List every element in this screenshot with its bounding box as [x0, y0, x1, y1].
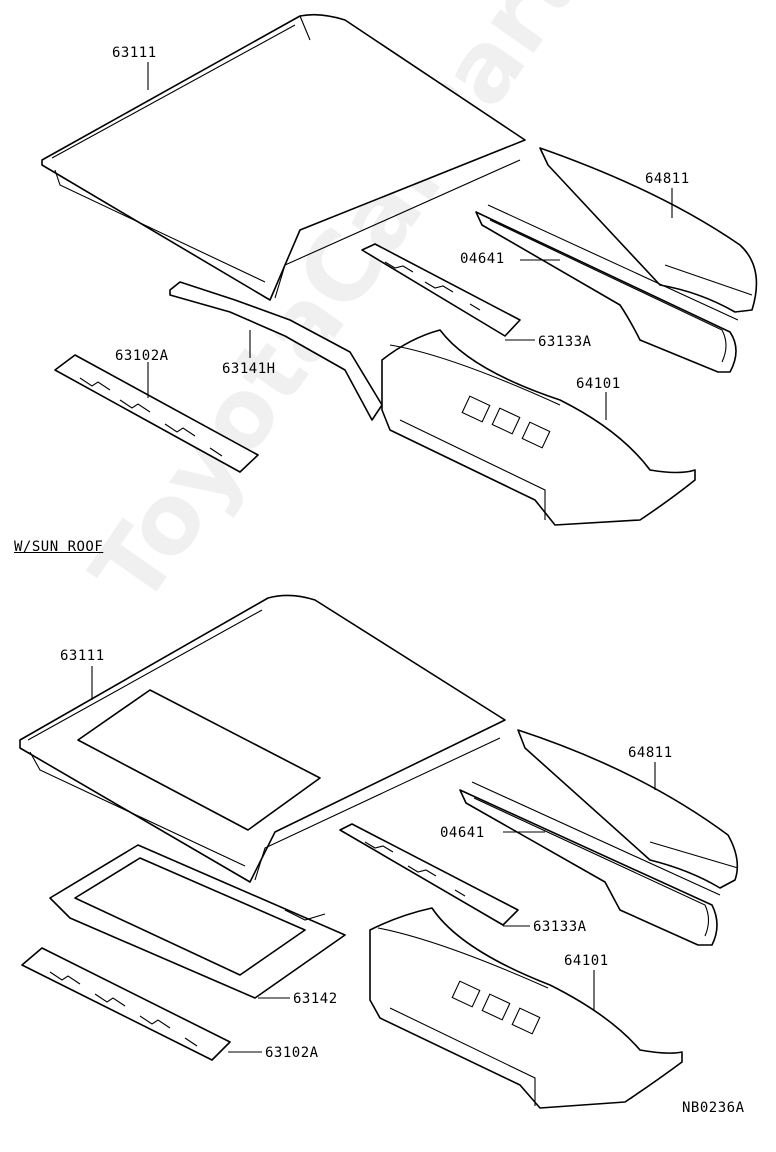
label-63111-sunroof[interactable]: 63111 [60, 648, 105, 664]
diagram-code: NB0236A [682, 1100, 745, 1116]
sunroof-frame[interactable] [49, 844, 346, 999]
label-64811-top[interactable]: 64811 [645, 171, 690, 187]
sunroof-section-title: W/SUN ROOF [14, 539, 104, 555]
front-header-top[interactable] [54, 354, 259, 473]
weatherstrip-sunroof[interactable] [459, 781, 721, 946]
rear-reinforcement-sunroof[interactable] [339, 823, 519, 926]
back-panel-top[interactable] [539, 147, 758, 313]
label-64811-sunroof[interactable]: 64811 [628, 745, 673, 761]
weatherstrip-top[interactable] [475, 204, 739, 373]
package-tray-top[interactable] [381, 329, 696, 526]
center-bow-top[interactable] [169, 281, 383, 421]
label-63133a-top[interactable]: 63133A [538, 334, 592, 350]
label-04641-sunroof[interactable]: 04641 [440, 825, 485, 841]
label-63102a-top[interactable]: 63102A [115, 348, 169, 364]
label-63133a-sunroof[interactable]: 63133A [533, 919, 587, 935]
label-63102a-sunroof[interactable]: 63102A [265, 1045, 319, 1061]
package-tray-sunroof[interactable] [369, 907, 683, 1109]
label-64101-sunroof[interactable]: 64101 [564, 953, 609, 969]
roof-panel-sunroof[interactable] [19, 594, 506, 883]
label-63111-top[interactable]: 63111 [112, 45, 157, 61]
back-panel-sunroof[interactable] [517, 729, 739, 889]
label-63142[interactable]: 63142 [293, 991, 338, 1007]
label-04641-top[interactable]: 04641 [460, 251, 505, 267]
front-header-sunroof[interactable] [21, 947, 231, 1061]
label-63141h-top[interactable]: 63141H [222, 361, 276, 377]
rear-reinforcement-top[interactable] [361, 243, 521, 337]
label-64101-top[interactable]: 64101 [576, 376, 621, 392]
roof-panel-top[interactable] [41, 13, 526, 301]
